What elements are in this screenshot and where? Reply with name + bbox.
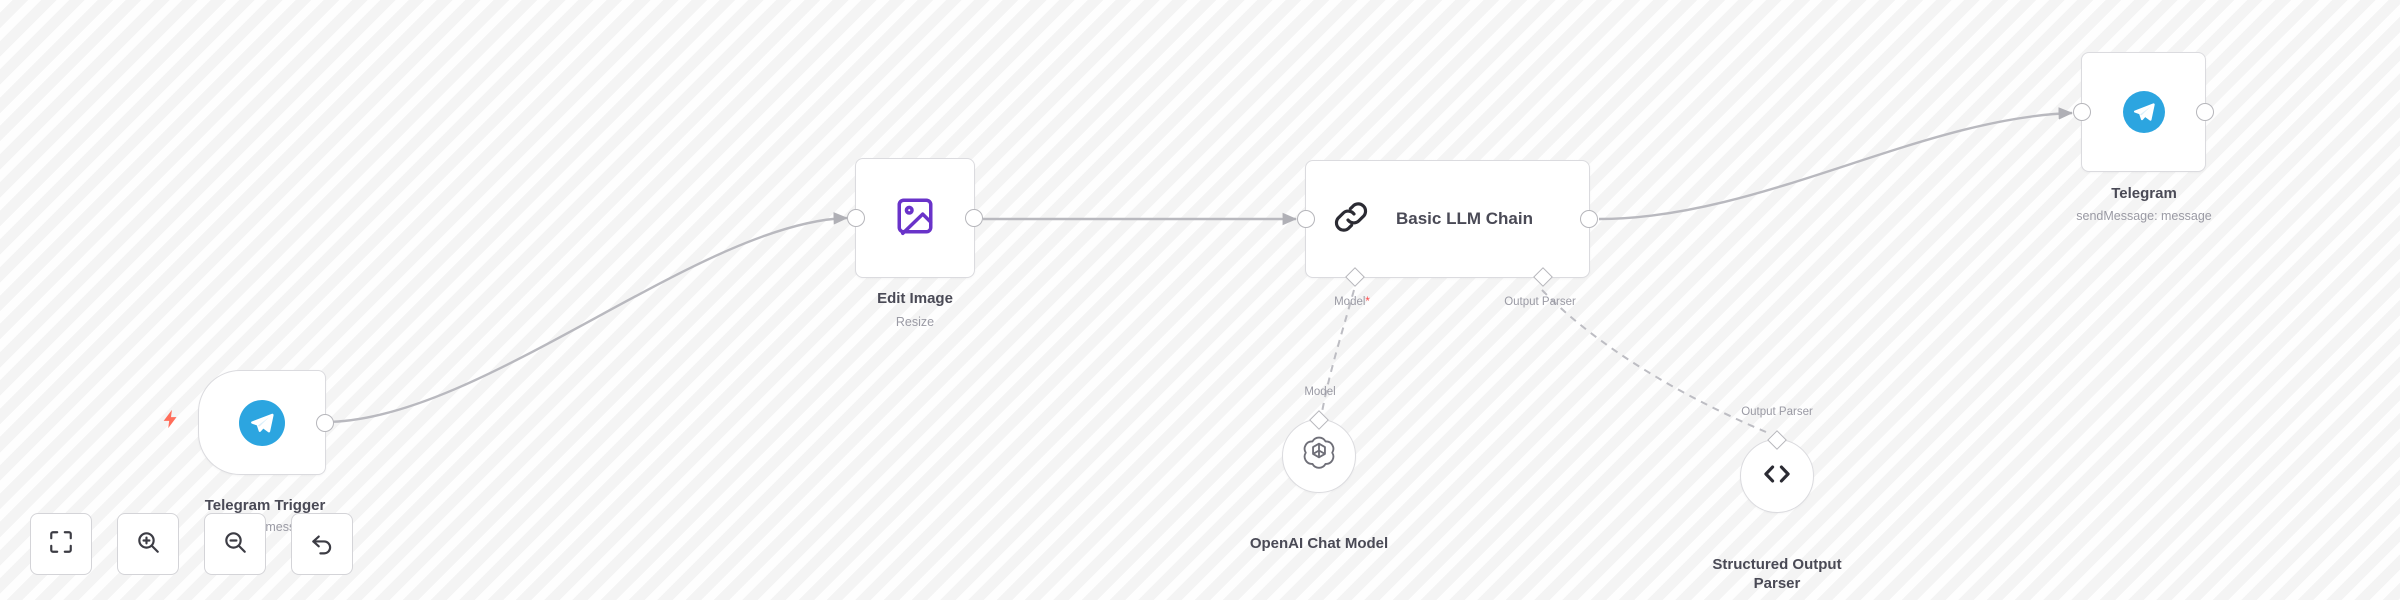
telegram-output-port[interactable] — [2196, 103, 2214, 121]
zoom-out-button[interactable] — [204, 513, 266, 575]
trigger-output-port[interactable] — [316, 413, 334, 432]
telegram-icon — [239, 399, 285, 446]
node-label-openai-chat-model: OpenAI Chat Model — [1249, 535, 1389, 552]
code-brackets-icon — [1758, 455, 1796, 498]
node-telegram[interactable] — [2073, 52, 2214, 172]
openai-model-port[interactable] — [1309, 410, 1329, 430]
undo-arrow-icon — [309, 529, 335, 560]
node-sublabel-telegram: sendMessage: message — [2076, 209, 2212, 223]
model-required-marker: * — [1365, 296, 1370, 308]
llm-chain-input-port[interactable] — [1297, 210, 1315, 228]
edit-image-output-port[interactable] — [965, 209, 983, 227]
output-parser-port[interactable] — [1767, 430, 1787, 450]
sub-port-label-output-parser: Output Parser — [1741, 406, 1813, 418]
port-label-output-parser: Output Parser — [1504, 296, 1576, 308]
lightning-bolt-icon — [160, 405, 182, 438]
zoom-controls-toolbar — [30, 513, 353, 575]
node-label-telegram: Telegram — [2111, 185, 2177, 202]
llm-chain-output-port[interactable] — [1580, 210, 1598, 228]
node-basic-llm-chain[interactable]: Basic LLM Chain — [1297, 160, 1598, 287]
node-telegram-trigger[interactable] — [198, 370, 334, 475]
node-label-structured-output-parser: Structured Output Parser — [1652, 556, 1902, 594]
edge-trigger-to-edit-image — [324, 212, 848, 424]
node-sublabel-edit-image: Resize — [895, 315, 935, 329]
reset-zoom-button[interactable] — [291, 513, 353, 575]
openai-icon — [1298, 433, 1340, 480]
llm-chain-model-port[interactable] — [1345, 267, 1365, 287]
image-icon — [894, 195, 936, 242]
zoom-in-icon — [135, 529, 161, 560]
node-label-telegram-trigger: Telegram Trigger — [204, 497, 326, 514]
node-label-edit-image: Edit Image — [877, 290, 953, 307]
fit-to-view-button[interactable] — [30, 513, 92, 575]
edge-llm-chain-to-telegram — [1598, 107, 2073, 221]
telegram-icon — [2122, 91, 2165, 133]
node-edit-image[interactable] — [847, 158, 983, 278]
edit-image-input-port[interactable] — [847, 209, 865, 227]
zoom-in-button[interactable] — [117, 513, 179, 575]
telegram-input-port[interactable] — [2073, 103, 2091, 121]
node-label-line2: Parser — [1753, 574, 1801, 592]
sub-port-label-model: Model — [1304, 386, 1336, 398]
chain-link-icon — [1332, 198, 1370, 241]
zoom-out-icon — [222, 529, 248, 560]
node-label-basic-llm-chain: Basic LLM Chain — [1396, 209, 1533, 229]
llm-chain-output-parser-port[interactable] — [1533, 267, 1553, 287]
node-openai-chat-model[interactable] — [1282, 410, 1356, 493]
node-structured-output-parser[interactable] — [1740, 430, 1814, 513]
port-label-model: Model* — [1334, 296, 1370, 308]
node-label-line1: Structured Output — [1712, 556, 1842, 573]
fit-to-view-icon — [48, 529, 74, 560]
